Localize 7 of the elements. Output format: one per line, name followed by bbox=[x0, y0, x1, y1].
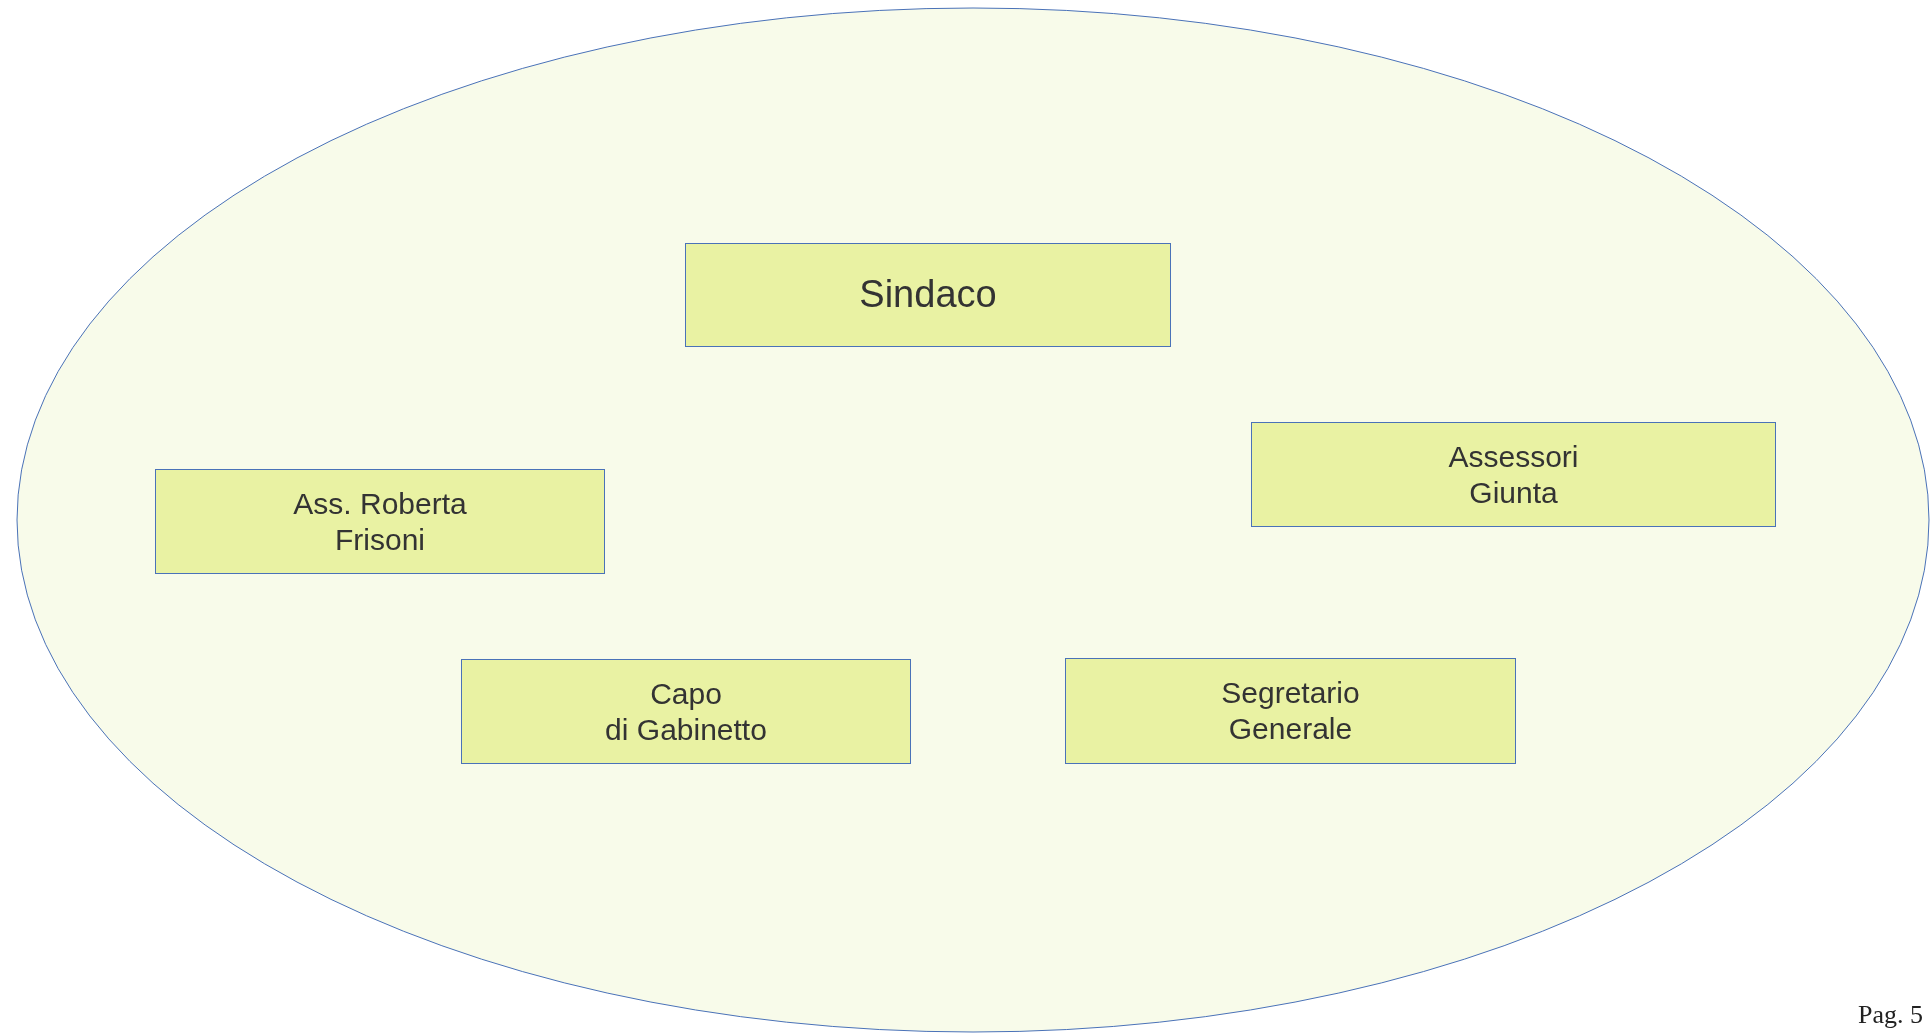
role-box: Capo di Gabinetto bbox=[461, 659, 911, 764]
role-box: Assessori Giunta bbox=[1251, 422, 1776, 527]
page-number: Pag. 5 bbox=[1858, 1000, 1923, 1030]
role-box: Ass. Roberta Frisoni bbox=[155, 469, 605, 574]
role-box: Sindaco bbox=[685, 243, 1171, 347]
ellipse-shape bbox=[16, 7, 1930, 1033]
role-box: Segretario Generale bbox=[1065, 658, 1516, 764]
